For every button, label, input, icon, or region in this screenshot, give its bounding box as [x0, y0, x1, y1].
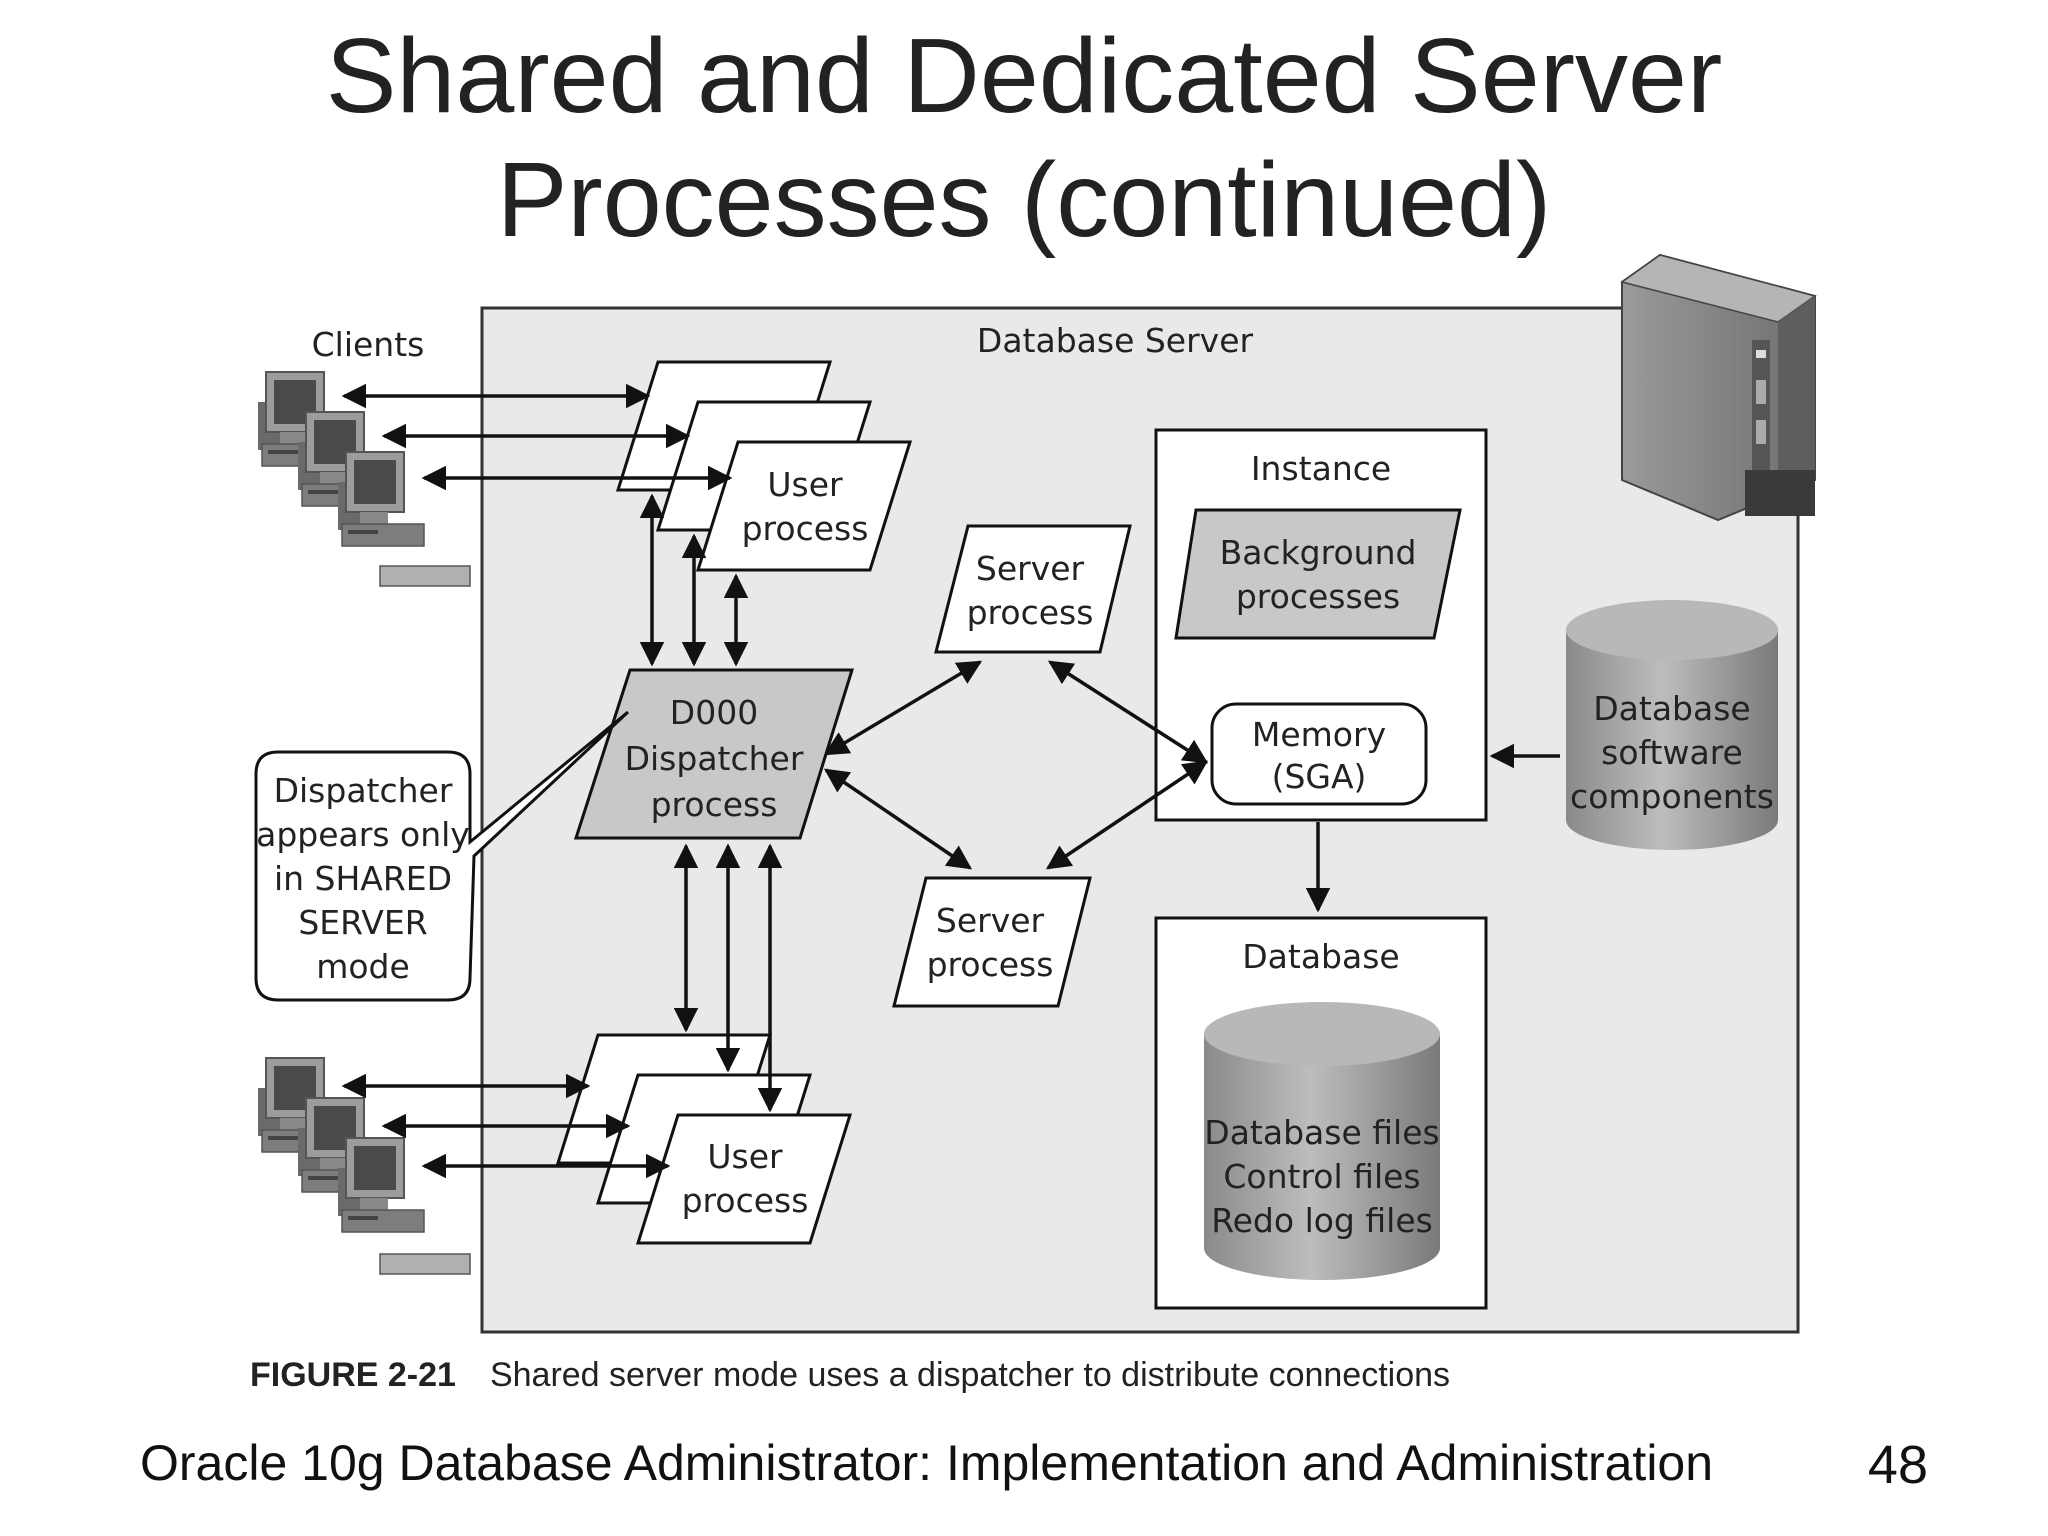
dispatcher-line1: D000 — [670, 693, 758, 732]
server-process-bottom-line2: process — [927, 945, 1054, 984]
keyboard-icon — [379, 565, 471, 587]
user-process-bottom-line2: process — [682, 1181, 809, 1220]
dispatcher-line3: process — [651, 785, 778, 824]
user-process-top — [695, 440, 913, 572]
database-files-line3: Redo log files — [1211, 1201, 1433, 1240]
database-files-line2: Control files — [1223, 1157, 1420, 1196]
clients-label: Clients — [312, 325, 425, 364]
server-tower-icon — [1620, 253, 1817, 522]
figure-label: FIGURE 2-21 — [250, 1356, 456, 1394]
server-process-bottom — [892, 876, 1092, 1008]
database-label: Database — [1242, 937, 1399, 976]
client-computers-top — [257, 371, 471, 587]
figure-caption: FIGURE 2-21 Shared server mode uses a dis… — [250, 1356, 1450, 1395]
server-process-top-line1: Server — [976, 549, 1085, 588]
memory-line2: (SGA) — [1272, 757, 1367, 796]
user-process-stack-top: User process — [615, 360, 913, 572]
callout-line2: appears only — [256, 815, 470, 854]
instance-label: Instance — [1251, 449, 1391, 488]
database-files-line1: Database files — [1204, 1113, 1439, 1152]
memory-line1: Memory — [1252, 715, 1386, 754]
arrow-dispatcher-server-bottom — [823, 768, 973, 870]
server-process-top-line2: process — [967, 593, 1094, 632]
computer-icon — [337, 1137, 425, 1233]
dispatcher-line2: Dispatcher — [625, 739, 804, 778]
connection-arrows — [341, 383, 1560, 1179]
callout-line4: SERVER — [298, 903, 427, 942]
background-processes-line2: processes — [1236, 577, 1400, 616]
arrow-server-bottom-memory — [1045, 760, 1209, 870]
arrow-dispatcher-server-top — [823, 660, 983, 756]
user-process-top-line2: process — [742, 509, 869, 548]
software-components-line3: components — [1570, 777, 1774, 816]
software-components-line2: software — [1601, 733, 1743, 772]
server-process-top — [934, 524, 1132, 654]
slide-title: Shared and Dedicated Server Processes (c… — [0, 14, 2048, 262]
server-process-bottom-line1: Server — [936, 901, 1045, 940]
background-processes — [1174, 508, 1462, 640]
dispatcher-callout: Dispatcher appears only in SHARED SERVER… — [254, 710, 630, 1002]
callout-line5: mode — [316, 947, 410, 986]
user-process-bottom — [635, 1113, 853, 1245]
title-line-1: Shared and Dedicated Server — [325, 17, 1723, 135]
dispatcher-process — [573, 668, 855, 840]
computer-icon — [337, 451, 425, 547]
memory-sga — [1210, 702, 1428, 806]
figure-caption-text: Shared server mode uses a dispatcher to … — [489, 1356, 1451, 1394]
user-process-bottom-line1: User — [707, 1137, 783, 1176]
software-components-cylinder — [1566, 600, 1778, 850]
client-computers-bottom — [257, 1057, 471, 1275]
callout-line1: Dispatcher — [274, 771, 453, 810]
database-server-label: Database Server — [977, 321, 1254, 360]
user-process-top-line1: User — [767, 465, 843, 504]
keyboard-icon — [379, 1253, 471, 1275]
page-number: 48 — [1867, 1435, 1928, 1495]
database-files-cylinder — [1204, 1002, 1440, 1280]
background-processes-line1: Background — [1220, 533, 1417, 572]
footer-text: Oracle 10g Database Administrator: Imple… — [140, 1435, 1714, 1491]
callout-line3: in SHARED — [274, 859, 452, 898]
title-line-2: Processes (continued) — [496, 141, 1552, 259]
arrow-server-top-memory — [1047, 660, 1209, 764]
software-components-line1: Database — [1593, 689, 1750, 728]
